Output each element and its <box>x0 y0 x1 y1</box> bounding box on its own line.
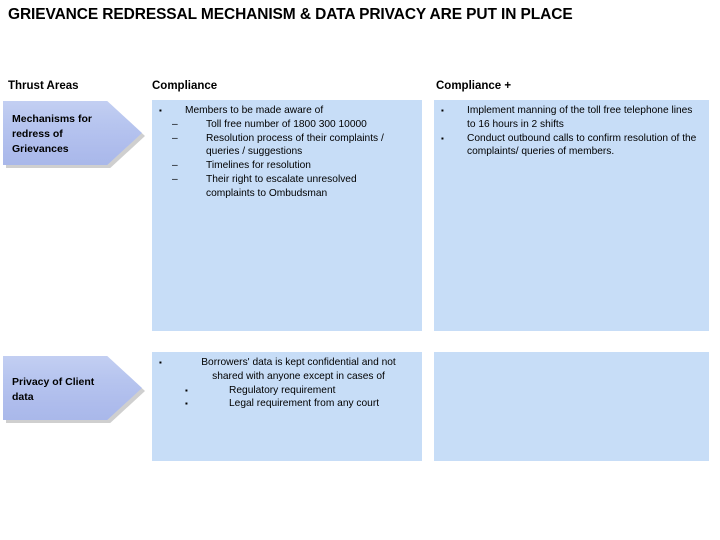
list-item: ▪ Members to be made aware of <box>152 104 418 118</box>
list-item-text: Conduct outbound calls to confirm resolu… <box>467 132 697 158</box>
list-item: ▪ Legal requirement from any court <box>152 397 418 411</box>
bullet-square-icon: ▪ <box>159 358 162 367</box>
bullet-square-icon: ▪ <box>185 399 188 409</box>
thrust-area-chevron-privacy: Privacy of Client data <box>3 356 145 423</box>
bullet-square-icon: ▪ <box>441 133 444 143</box>
thrust-area-label: Privacy of Client data <box>12 376 95 403</box>
compliance-cell-row1: ▪ Members to be made aware of – Toll fre… <box>152 100 422 331</box>
bullet-dash-icon: – <box>172 132 178 144</box>
list-item: ▪ Borrowers' data is kept confidential a… <box>152 356 418 384</box>
bullet-list: ▪ Members to be made aware of – Toll fre… <box>152 104 422 201</box>
list-item-text: Regulatory requirement <box>229 384 336 396</box>
list-item: ▪ Conduct outbound calls to confirm reso… <box>434 132 705 160</box>
thrust-area-label: Mechanisms for redress of Grievances <box>12 113 92 155</box>
column-header-compliance: Compliance <box>152 80 218 92</box>
list-item-text: Their right to escalate unresolved compl… <box>206 173 357 199</box>
bullet-dash-icon: – <box>172 160 178 172</box>
page-title: GRIEVANCE REDRESSAL MECHANISM & DATA PRI… <box>8 6 573 23</box>
bullet-square-icon: ▪ <box>441 106 444 115</box>
bullet-list: ▪ Implement manning of the toll free tel… <box>434 104 709 159</box>
bullet-dash-icon: – <box>172 118 178 130</box>
list-item: – Their right to escalate unresolved com… <box>152 173 418 201</box>
list-item-text: Members to be made aware of <box>185 105 324 116</box>
list-item-text: Resolution process of their complaints /… <box>206 132 384 158</box>
list-item-text: Borrowers' data is kept confidential and… <box>201 357 396 382</box>
column-header-thrust-areas: Thrust Areas <box>8 80 79 92</box>
bullet-dash-icon: – <box>172 173 178 185</box>
compliance-cell-row2: ▪ Borrowers' data is kept confidential a… <box>152 352 422 461</box>
column-header-compliance-plus: Compliance + <box>436 80 512 92</box>
compliance-plus-cell-row1: ▪ Implement manning of the toll free tel… <box>434 100 709 331</box>
list-item-text: Legal requirement from any court <box>229 398 380 410</box>
list-item-text: Implement manning of the toll free telep… <box>467 105 693 130</box>
list-item: – Resolution process of their complaints… <box>152 132 418 160</box>
bullet-square-icon: ▪ <box>185 385 188 395</box>
list-item: ▪ Implement manning of the toll free tel… <box>434 104 705 132</box>
list-item-text: Toll free number of 1800 300 10000 <box>206 118 367 130</box>
list-item: ▪ Regulatory requirement <box>152 384 418 398</box>
compliance-plus-cell-row2 <box>434 352 709 461</box>
thrust-area-chevron-mechanisms: Mechanisms for redress of Grievances <box>3 101 145 168</box>
list-item: – Toll free number of 1800 300 10000 <box>152 118 418 132</box>
bullet-list: ▪ Borrowers' data is kept confidential a… <box>152 356 422 411</box>
list-item-text: Timelines for resolution <box>206 160 311 172</box>
list-item: – Timelines for resolution <box>152 159 418 173</box>
bullet-square-icon: ▪ <box>159 106 162 115</box>
